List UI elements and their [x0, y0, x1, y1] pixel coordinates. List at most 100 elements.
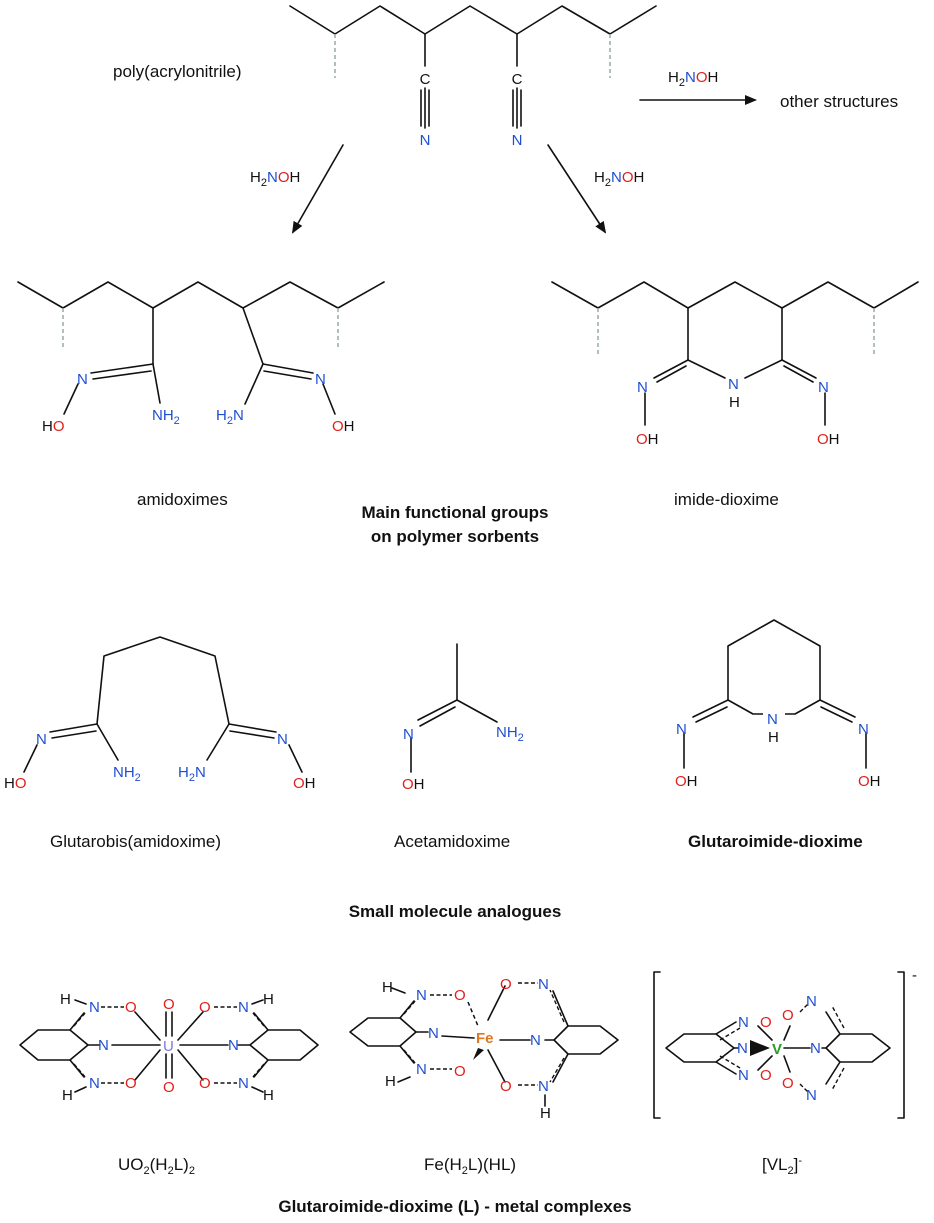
vl2-complex: - N O N N O V O N N O N [653, 967, 917, 1119]
v-o-br: O [782, 1075, 794, 1092]
caption-complexes: Glutaroimide-dioxime (L) - metal complex… [278, 1197, 631, 1216]
fe-n-bl: N [416, 1061, 427, 1078]
v-n-r: N [810, 1040, 821, 1057]
uo2-n-tl: N [89, 999, 100, 1016]
imide-nh-h: H [729, 394, 740, 411]
complex-charge: - [912, 967, 917, 984]
uo2-o-top: O [163, 996, 175, 1013]
uo2-h-br: H [263, 1087, 274, 1104]
caption-main-groups-2: on polymer sorbents [371, 527, 539, 546]
uo2-h-tr: H [263, 991, 274, 1008]
uo2-h-bl: H [62, 1087, 73, 1104]
amidox-nh2-left: NH2 [152, 407, 180, 427]
fe-n-r: N [530, 1032, 541, 1049]
v-n-l: N [737, 1040, 748, 1057]
acetamidox-n: N [403, 726, 414, 743]
arrow-amidoxime [292, 144, 344, 234]
fe-n-l: N [428, 1025, 439, 1042]
uo2-o-br: O [199, 1075, 211, 1092]
fe-n-tr: N [538, 976, 549, 993]
amidox-h2n-right: H2N [216, 407, 244, 427]
imide-n-ring: N [728, 376, 739, 393]
glutaroimide-n-left: N [676, 721, 687, 738]
bracket-left [653, 971, 661, 1119]
fe-o-tr: O [500, 976, 512, 993]
acetamidox-nh2: NH2 [496, 724, 524, 744]
uo2-n-r: N [228, 1037, 239, 1054]
caption-main-groups-1: Main functional groups [362, 503, 549, 522]
fe-n-tl: N [416, 987, 427, 1004]
uo2-n-br: N [238, 1075, 249, 1092]
amidox-n-left: N [77, 371, 88, 388]
glutarobis-n-right: N [277, 731, 288, 748]
imide-oh-right: OH [817, 431, 840, 448]
fe-n-br: N [538, 1078, 549, 1095]
label-uo2: UO2(H2L)2 [118, 1155, 195, 1177]
glutarobis-oh-right: OH [293, 775, 316, 792]
caption-other-structures: other structures [780, 92, 898, 111]
uo2-o-bl: O [125, 1075, 137, 1092]
caption-glutaroimide: Glutaroimide-dioxime [688, 832, 863, 851]
reagent-label-3: H2NOH [594, 169, 644, 189]
uo2-n-tr: N [238, 999, 249, 1016]
glutarobis-h2n: H2N [178, 764, 206, 784]
glutaroimide-n-ring: N [767, 711, 778, 728]
uranium-atom: U [163, 1038, 174, 1055]
caption-small-molecule: Small molecule analogues [349, 902, 562, 921]
glutaroimide-oh-left: OH [675, 773, 698, 790]
reagent-label-2: H2NOH [250, 169, 300, 189]
label-vl2: [VL2]- [762, 1155, 802, 1177]
glutaroimide-nh-h: H [768, 729, 779, 746]
caption-amidoximes: amidoximes [137, 490, 228, 509]
uo2-n-bl: N [89, 1075, 100, 1092]
glutaroimide-oh-right: OH [858, 773, 881, 790]
glutarobis-structure: N HO NH2 H2N N OH [4, 636, 316, 792]
nitrile-nitrogen-2: N [512, 132, 523, 149]
v-o-tl: O [760, 1014, 772, 1031]
glutaroimide-structure: N H N N OH OH [675, 619, 881, 790]
v-o-bl: O [760, 1067, 772, 1084]
bracket-right [897, 971, 905, 1119]
imide-dioxime-structure: N N H N OH OH [551, 281, 919, 448]
fe-o-br: O [500, 1078, 512, 1095]
arrow-imide [547, 144, 607, 234]
fe-h-br: H [540, 1105, 551, 1122]
caption-glutarobis: Glutarobis(amidoxime) [50, 832, 221, 851]
uo2-n-l: N [98, 1037, 109, 1054]
acetamidoxime-structure: N OH NH2 [402, 643, 524, 793]
v-o-tr: O [782, 1007, 794, 1024]
reagent-label-1: H2NOH [668, 69, 718, 89]
uo2-o-tl: O [125, 999, 137, 1016]
fe-h-top: H [382, 979, 393, 996]
fe-complex: H N O N N O H Fe O N N O N H [349, 976, 619, 1122]
fe-h-bottom: H [385, 1073, 396, 1090]
amidox-oh-right: OH [332, 418, 355, 435]
iron-atom: Fe [476, 1030, 494, 1047]
glutarobis-n-left: N [36, 731, 47, 748]
imide-n-oxime-left: N [637, 379, 648, 396]
imide-oh-left: OH [636, 431, 659, 448]
acetamidox-oh: OH [402, 776, 425, 793]
uo2-o-bottom: O [163, 1079, 175, 1096]
v-n-tr: N [806, 993, 817, 1010]
glutarobis-ho-left: HO [4, 775, 27, 792]
fe-o-tl: O [454, 987, 466, 1004]
caption-imide-dioxime: imide-dioxime [674, 490, 779, 509]
fe-o-bl: O [454, 1063, 466, 1080]
glutarobis-nh2: NH2 [113, 764, 141, 784]
imide-n-oxime-right: N [818, 379, 829, 396]
amidox-oh-left: HO [42, 418, 65, 435]
label-fe: Fe(H2L)(HL) [424, 1155, 516, 1177]
v-n-tl: N [738, 1014, 749, 1031]
glutaroimide-n-right: N [858, 721, 869, 738]
uo2-o-tr: O [199, 999, 211, 1016]
uo2-complex: H N O N N O H O U O O N H N O N H [19, 991, 319, 1104]
nitrile-carbon-1: C [420, 71, 431, 88]
caption-pan: poly(acrylonitrile) [113, 62, 241, 81]
amidoxime-structure: N HO NH2 N OH H2N [17, 281, 385, 435]
uo2-h-tl: H [60, 991, 71, 1008]
vanadium-atom: V [772, 1041, 782, 1058]
nitrile-nitrogen-1: N [420, 132, 431, 149]
pan-structure: C C N N [289, 5, 657, 149]
